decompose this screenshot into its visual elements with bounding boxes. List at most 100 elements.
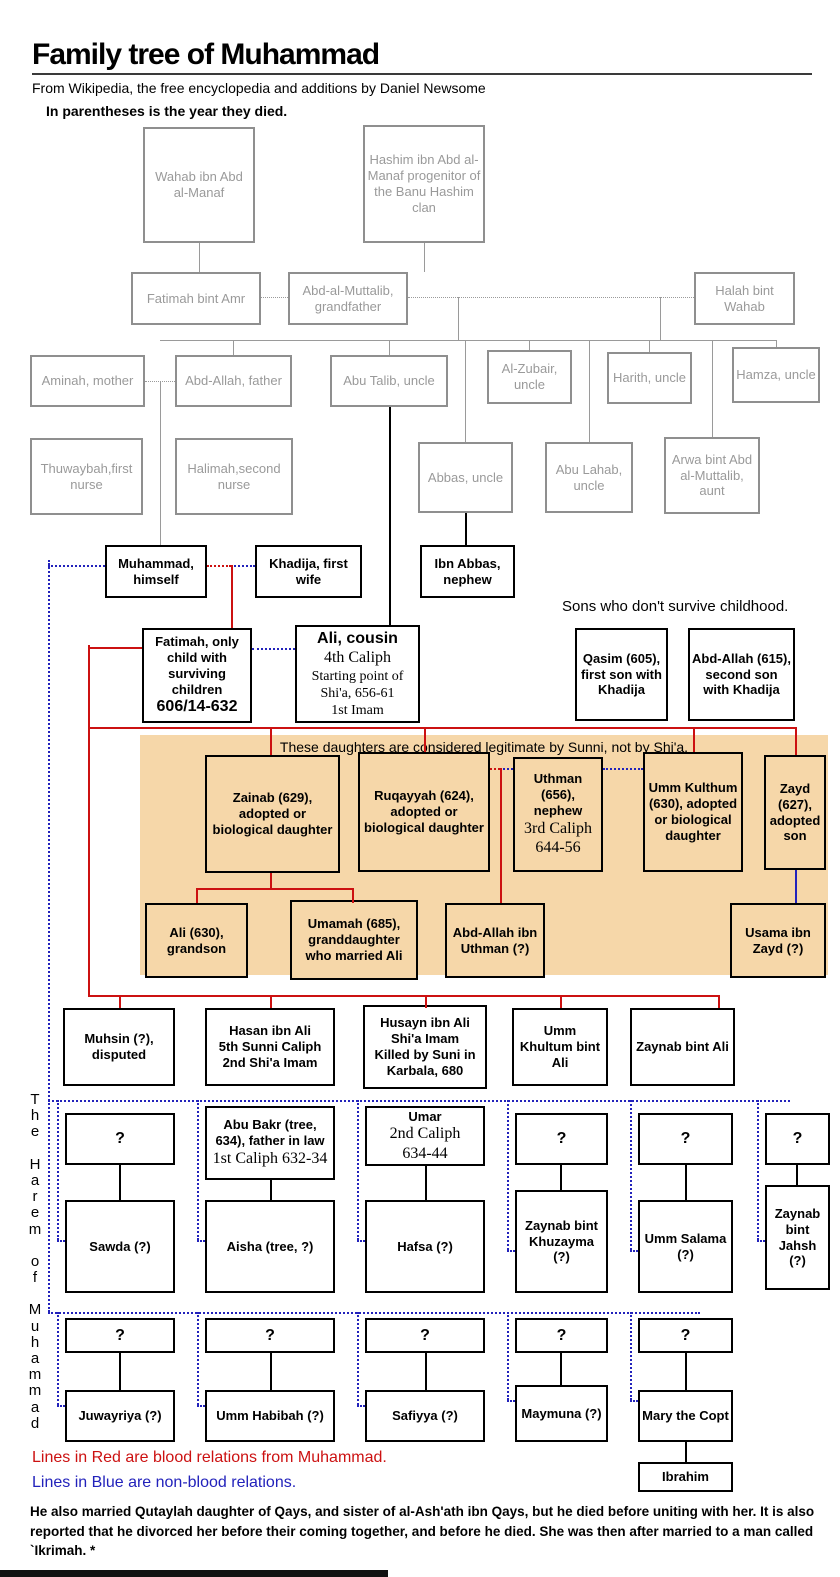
node-husband-6-label: ?: [792, 1130, 803, 1148]
node-zaynab-bint-jahsh-label: Zaynab bint Jahsh (?): [774, 1205, 821, 1269]
node-fatimah: Fatimah, only child with surviving child…: [142, 628, 252, 723]
node-husband-8-label: ?: [265, 1326, 275, 1344]
node-aminah: Aminah, mother: [30, 355, 145, 407]
node-abd-al-muttalib: Abd-al-Muttalib, grandfather: [288, 272, 408, 325]
node-abd-allah-father: Abd-Allah, father: [175, 355, 292, 407]
connector-line: [507, 1250, 515, 1252]
node-maymuna-label: Maymuna (?): [521, 1405, 602, 1421]
connector-line: [196, 888, 198, 903]
connector-line: [88, 645, 90, 995]
connector-line: [270, 995, 272, 1008]
node-halah-bint-wahab: Halah bint Wahab: [694, 272, 795, 325]
node-aminah-label: Aminah, mother: [41, 373, 134, 389]
bottom-rule: [0, 1570, 388, 1577]
node-hasan-label: 5th Sunni Caliph: [218, 1039, 322, 1055]
connector-line: [270, 1180, 272, 1200]
node-arwa-label: Arwa bint Abd al-Muttalib, aunt: [671, 451, 753, 499]
node-khadija: Khadija, first wife: [255, 545, 362, 598]
node-umm-habibah-label: Umm Habibah (?): [216, 1408, 324, 1424]
connector-line: [48, 1100, 790, 1102]
connector-line: [57, 1240, 65, 1242]
node-abu-talib-label: Abu Talib, uncle: [343, 373, 435, 389]
node-al-zubair-label: Al-Zubair, uncle: [501, 361, 558, 392]
connector-line: [425, 995, 427, 1008]
node-hashim-label: Hashim ibn Abd al-Manaf progenitor of th…: [367, 152, 481, 215]
node-husband-4: ?: [515, 1113, 608, 1165]
node-qasim-label: Qasim (605), first son with Khadija: [581, 650, 662, 698]
node-muhsin-label: Muhsin (?), disputed: [84, 1031, 154, 1062]
node-abu-bakr-label: 634), father in law: [215, 1133, 325, 1149]
connector-line: [795, 870, 797, 903]
connector-line: [119, 1353, 121, 1390]
node-abu-bakr-label: Abu Bakr (tree,: [223, 1117, 317, 1133]
node-hafsa: Hafsa (?): [365, 1200, 485, 1293]
node-zayd: Zayd (627), adopted son: [764, 755, 826, 870]
connector-line: [231, 565, 255, 567]
connector-line: [270, 1353, 272, 1390]
node-qasim: Qasim (605), first son with Khadija: [575, 628, 668, 721]
node-umamah: Umamah (685), granddaughter who married …: [290, 900, 418, 980]
node-husband-9-label: ?: [420, 1326, 430, 1344]
node-ali-label: 4th Caliph: [323, 649, 392, 667]
connector-line: [196, 888, 352, 890]
node-muhammad: Muhammad, himself: [105, 545, 207, 598]
node-husayn-label: Karbala, 680: [386, 1062, 464, 1078]
node-abd-allah-ibn-uthman-label: Abd-Allah ibn Uthman (?): [452, 924, 538, 956]
node-hamza: Hamza, uncle: [732, 347, 820, 403]
legend-blue-lines: Lines in Blue are non-blood relations.: [32, 1474, 297, 1491]
node-khadija-label: Khadija, first wife: [269, 555, 348, 587]
sons-note: Sons who don't survive childhood.: [562, 598, 789, 615]
connector-line: [408, 297, 694, 298]
connector-line: [88, 995, 718, 997]
connector-line: [270, 873, 272, 888]
node-halimah: Halimah,second nurse: [175, 438, 293, 515]
connector-line: [630, 1400, 638, 1402]
node-ali-630-label: Ali (630), grandson: [166, 924, 227, 956]
connector-line: [560, 1165, 562, 1190]
connector-line: [712, 340, 713, 437]
node-mary-the-copt: Mary the Copt: [638, 1390, 733, 1442]
node-umar-label: 2nd Caliph: [389, 1125, 461, 1143]
connector-line: [507, 1400, 515, 1402]
page-title: Family tree of Muhammad: [32, 38, 380, 71]
node-ibn-abbas-label: Ibn Abbas, nephew: [434, 555, 501, 587]
connector-line: [560, 995, 562, 1008]
node-fatimah-label: Fatimah, only child with surviving child…: [155, 634, 239, 697]
node-husayn-label: Husayn ibn Ali: [380, 1015, 470, 1031]
node-wahab-label: Wahab ibn Abd al-Manaf: [155, 169, 243, 200]
node-juwayriya: Juwayriya (?): [65, 1390, 175, 1442]
node-ibn-abbas: Ibn Abbas, nephew: [420, 545, 515, 598]
node-abu-lahab-label: Abu Lahab, uncle: [555, 461, 623, 493]
connector-line: [197, 1405, 205, 1407]
connector-line: [757, 1100, 759, 1240]
node-hashim: Hashim ibn Abd al-Manaf progenitor of th…: [363, 125, 485, 243]
connector-line: [119, 995, 121, 1008]
connector-line: [796, 1165, 798, 1185]
connector-line: [560, 1353, 562, 1385]
node-ibrahim-label: Ibrahim: [662, 1469, 709, 1485]
connector-line: [57, 1312, 59, 1405]
node-zainab-629: Zainab (629), adopted or biological daug…: [205, 755, 340, 873]
node-husband-10-label: ?: [556, 1326, 567, 1344]
connector-line: [795, 727, 797, 755]
node-husband-11-label: ?: [680, 1326, 691, 1344]
connector-line: [507, 1100, 509, 1250]
node-ruqayyah-label: Ruqayyah (624), adopted or biological da…: [364, 788, 484, 835]
connector-line: [119, 1165, 121, 1200]
connector-line: [160, 340, 776, 341]
node-muhammad-label: Muhammad, himself: [118, 555, 194, 587]
node-uthman-label: Uthman (656), nephew: [533, 771, 583, 818]
connector-line: [718, 995, 720, 1008]
connector-line: [160, 381, 161, 545]
connector-line: [424, 727, 426, 752]
node-sawda: Sawda (?): [65, 1200, 175, 1293]
node-husband-5-label: ?: [680, 1130, 691, 1148]
node-wahab: Wahab ibn Abd al-Manaf: [143, 127, 255, 243]
node-abd-allah-father-label: Abd-Allah, father: [185, 373, 282, 389]
sunni-daughters-note: These daughters are considered legitimat…: [279, 739, 689, 755]
node-umm-salama-label: Umm Salama (?): [644, 1230, 727, 1262]
node-hasan-label: Hasan ibn Ali: [229, 1023, 311, 1039]
connector-line: [458, 297, 459, 340]
